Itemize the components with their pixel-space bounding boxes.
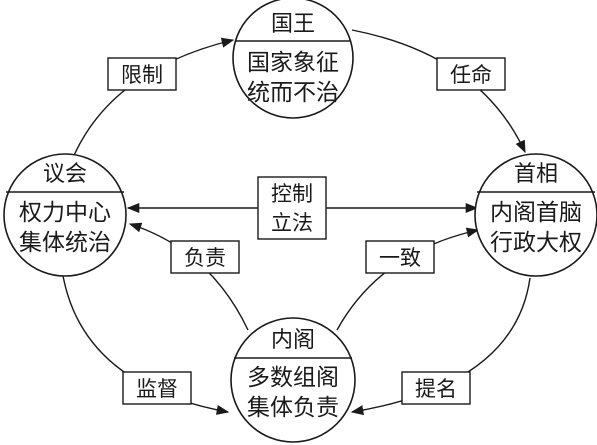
svg-text:监督: 监督 — [136, 377, 178, 401]
label-appoint: 任命 — [436, 57, 506, 91]
node-king-desc1: 国家象征 — [247, 50, 339, 76]
svg-text:一致: 一致 — [379, 246, 421, 270]
label-responsible: 负责 — [170, 240, 240, 274]
node-parliament-desc2: 集体统治 — [19, 230, 111, 256]
label-control-legislate: 控制 立法 — [257, 176, 327, 240]
label-consistent: 一致 — [365, 240, 435, 274]
svg-text:限制: 限制 — [121, 63, 163, 87]
node-pm-desc1: 内阁首脑 — [490, 200, 582, 226]
label-supervise: 监督 — [122, 371, 192, 405]
label-limit: 限制 — [107, 57, 177, 91]
node-cabinet-title: 内阁 — [271, 328, 315, 353]
svg-text:提名: 提名 — [415, 377, 457, 401]
node-pm-title: 首相 — [514, 162, 558, 187]
edge-pm-to-cabinet — [350, 277, 531, 416]
edge-parliament-to-cabinet — [61, 269, 230, 415]
label-control-line2: 立法 — [271, 211, 313, 235]
node-parliament: 议会 权力中心 集体统治 — [3, 153, 127, 277]
node-cabinet: 内阁 多数组阁 集体负责 — [230, 317, 356, 443]
node-parliament-desc1: 权力中心 — [19, 200, 111, 226]
label-control-line1: 控制 — [271, 182, 313, 206]
node-cabinet-desc2: 集体负责 — [247, 395, 339, 421]
svg-text:负责: 负责 — [184, 246, 226, 270]
label-nominate: 提名 — [401, 371, 471, 405]
node-parliament-title: 议会 — [43, 162, 87, 187]
node-king-desc2: 统而不治 — [247, 80, 339, 106]
node-pm: 首相 内阁首脑 行政大权 — [474, 153, 597, 277]
edge-king-to-pm — [351, 29, 526, 154]
node-king-title: 国王 — [271, 12, 315, 37]
node-cabinet-desc1: 多数组阁 — [247, 365, 339, 391]
svg-text:任命: 任命 — [450, 63, 492, 87]
edge-cabinet-to-parliament — [128, 222, 249, 331]
node-king: 国王 国家象征 统而不治 — [232, 0, 354, 119]
node-pm-desc2: 行政大权 — [490, 230, 582, 256]
